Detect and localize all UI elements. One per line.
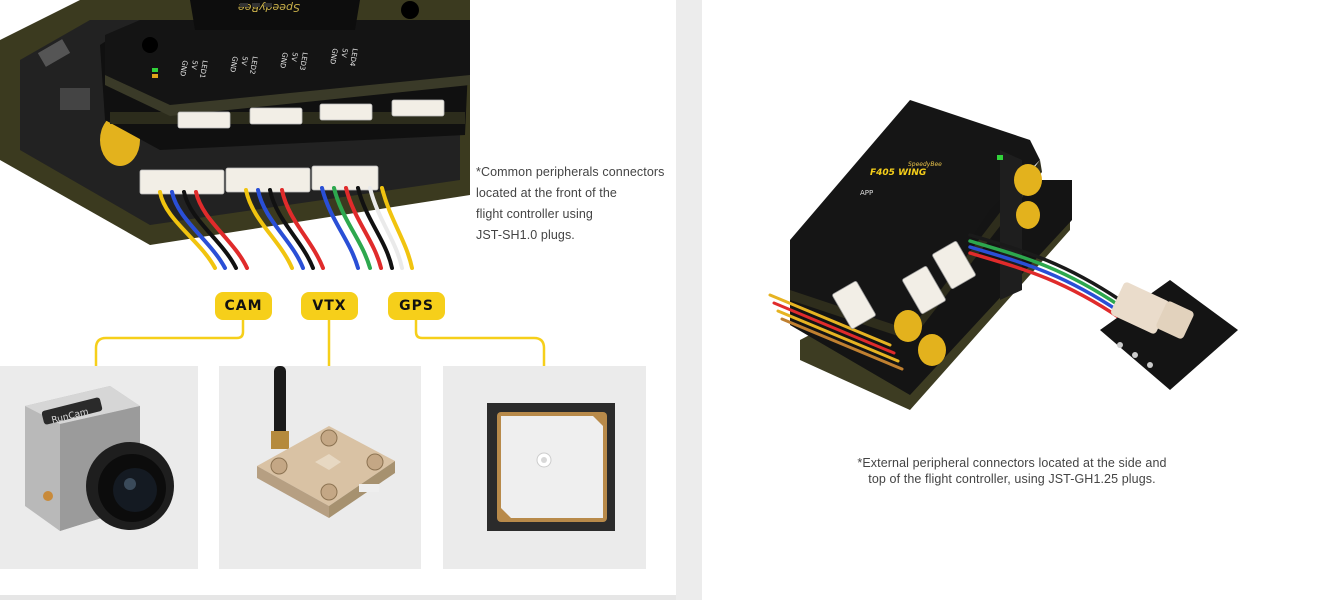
note-line: *Common peripherals connectors [476, 165, 665, 179]
svg-text:5V: 5V [289, 52, 299, 63]
board-model-label: F405 WING [870, 168, 926, 178]
svg-text:LED3: LED3 [298, 52, 309, 71]
svg-text:5V: 5V [189, 60, 199, 71]
svg-text:LED4: LED4 [348, 48, 359, 68]
panel-divider [676, 0, 702, 600]
bottom-strip [0, 595, 676, 600]
svg-text:LED1: LED1 [198, 60, 209, 79]
camera-card: RunCam [0, 366, 198, 569]
vtx-card [219, 366, 421, 569]
svg-text:LED2: LED2 [248, 56, 259, 75]
front-connectors-note: *Common peripherals connectors located a… [476, 162, 676, 246]
gps-antenna-image [487, 403, 615, 531]
svg-text:GND: GND [228, 56, 239, 73]
vtx-image [257, 366, 395, 518]
svg-text:GND: GND [178, 60, 189, 77]
vtx-tag: VTX [301, 292, 358, 320]
camera-image: RunCam [25, 386, 174, 531]
note-line: flight controller using [476, 207, 593, 221]
svg-text:GND: GND [328, 48, 339, 65]
svg-text:SpeedyBee: SpeedyBee [238, 1, 300, 14]
flight-controller-side-illustration: F405 WING APP SpeedyBee [768, 100, 1238, 410]
gps-card [443, 366, 646, 569]
flight-controller-stack-illustration: SpeedyBee GND 5V LED1 GND 5V LED2 GND 5V… [0, 0, 470, 270]
note-line: top of the flight controller, using JST-… [868, 472, 1156, 486]
svg-text:5V: 5V [239, 56, 249, 67]
gps-tag: GPS [388, 292, 445, 320]
svg-text:5V: 5V [339, 48, 349, 59]
note-line: located at the front of the [476, 186, 617, 200]
peripherals-front-panel: SpeedyBee GND 5V LED1 GND 5V LED2 GND 5V… [0, 0, 676, 569]
board-sub-label: APP [860, 189, 873, 197]
cam-tag: CAM [215, 292, 272, 320]
side-connectors-note: *External peripheral connectors located … [832, 455, 1192, 487]
note-line: JST-SH1.0 plugs. [476, 228, 575, 242]
note-line: *External peripheral connectors located … [857, 456, 1167, 470]
board-brand-label: SpeedyBee [908, 161, 942, 168]
svg-text:GND: GND [278, 52, 289, 69]
